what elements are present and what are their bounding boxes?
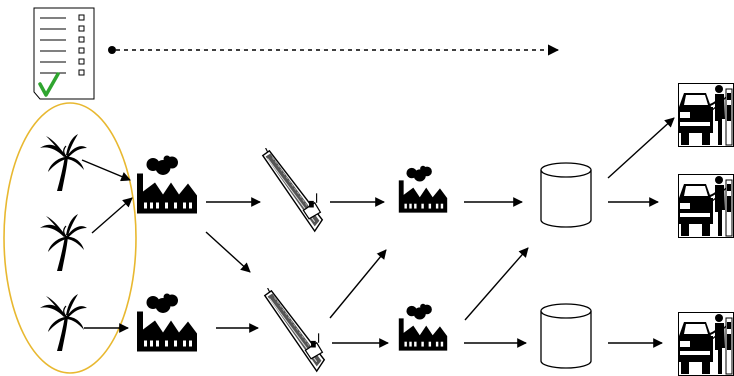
palm-tree-icon xyxy=(39,213,88,272)
flow-arrow xyxy=(607,117,675,179)
factory-icon xyxy=(398,165,448,213)
factory-icon xyxy=(137,293,197,352)
palm-tree-icon xyxy=(39,133,88,192)
factory-icon xyxy=(137,155,197,214)
storage-tank-icon xyxy=(540,162,592,228)
checklist-document-icon xyxy=(33,7,95,100)
storage-tank-icon xyxy=(540,303,592,369)
cargo-ship-icon xyxy=(262,148,324,232)
cargo-ship-icon xyxy=(264,288,326,372)
fuel-station-icon xyxy=(678,173,734,239)
flow-arrows xyxy=(81,117,675,348)
flow-arrow xyxy=(91,197,133,234)
checkmark-icon xyxy=(38,72,60,97)
traceability-arrow xyxy=(108,44,560,56)
factory-icon xyxy=(398,303,448,351)
plantation-group-outline xyxy=(3,102,137,374)
flow-arrow xyxy=(464,247,529,321)
flow-arrow xyxy=(205,231,251,273)
fuel-station-icon xyxy=(678,312,734,376)
palm-tree-icon xyxy=(39,293,88,352)
flow-arrow xyxy=(81,159,131,182)
fuel-station-icon xyxy=(678,83,734,147)
flow-arrow xyxy=(329,249,387,319)
